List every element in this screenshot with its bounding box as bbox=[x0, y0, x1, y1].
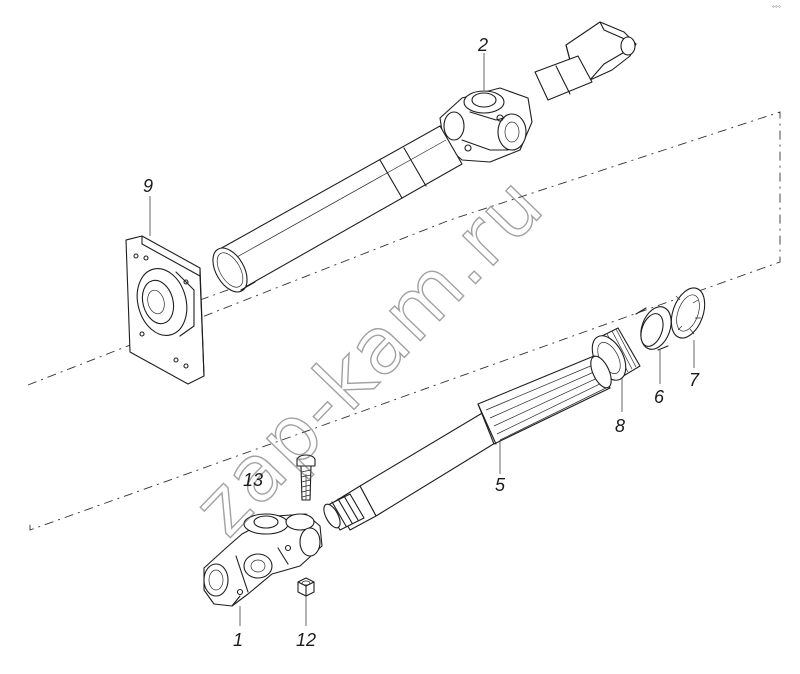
callout-part-12: 12 bbox=[296, 630, 316, 650]
leader-lines bbox=[149, 53, 695, 626]
part-5-splined-shaft bbox=[323, 355, 612, 531]
callout-part-13: 13 bbox=[243, 470, 263, 490]
corner-mark: °°° bbox=[772, 5, 781, 12]
part-2-driveshaft-assembly bbox=[212, 21, 637, 293]
part-1-universal-joint bbox=[203, 513, 323, 607]
callout-part-9: 9 bbox=[143, 176, 153, 196]
callout-part-2: 2 bbox=[477, 35, 488, 55]
callout-part-8: 8 bbox=[615, 416, 625, 436]
callout-part-1: 1 bbox=[233, 630, 243, 650]
part-12-nut bbox=[297, 577, 315, 597]
part-9-flange-plate bbox=[125, 235, 205, 385]
part-6-seal-ring bbox=[635, 306, 672, 351]
part-7-lock-ring bbox=[670, 287, 706, 339]
callout-part-6: 6 bbox=[654, 387, 665, 407]
callout-labels: 2 9 7 6 8 5 13 1 12 bbox=[143, 35, 700, 650]
callout-part-7: 7 bbox=[689, 370, 700, 390]
callout-part-5: 5 bbox=[495, 475, 506, 495]
